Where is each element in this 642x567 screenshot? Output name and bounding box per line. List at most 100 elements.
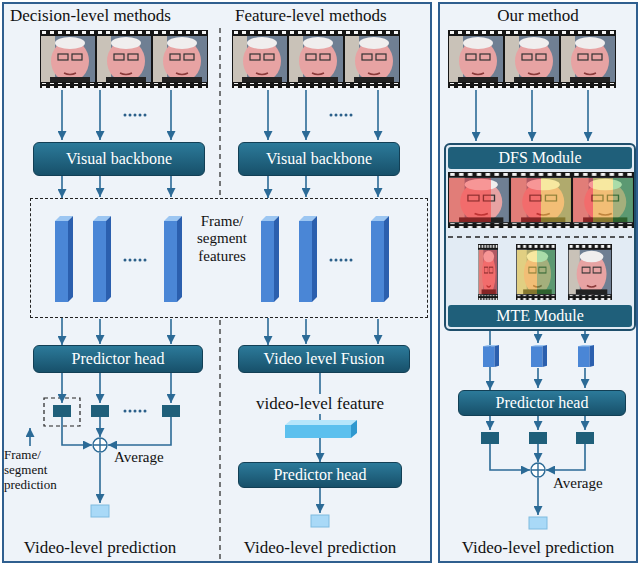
flow-arrow [305,319,307,344]
dot [134,410,137,413]
flow-arrow [490,444,530,470]
cropped-frame [568,244,612,300]
edge-label: video-level feature [253,394,387,414]
dot [345,114,348,117]
heat-overlay [573,178,593,222]
heat-overlay [511,178,541,222]
video-frame [344,30,400,88]
segment-prediction [481,432,499,444]
group-label: Frame/ segment features [187,213,257,265]
heat-overlay [613,178,633,222]
flow-arrow [61,176,63,198]
box-label: Predictor head [274,466,367,484]
video-frame [232,30,288,88]
annotation-label: Average [553,475,603,492]
method-panel: Our methodDFS ModuleMTE ModulePredictor … [438,2,638,563]
module-separator [448,236,632,237]
dot [139,410,142,413]
flow-arrow [99,90,101,140]
dot [134,259,137,262]
dot [330,114,333,117]
dot [345,259,348,262]
box-label: Predictor head [72,350,165,368]
heat-overlay [537,250,555,294]
annotation-label: Frame/ segment prediction [4,448,62,493]
dot [124,114,127,117]
panel-heading: Decision-level methods [10,6,171,26]
heatmap-frame [448,172,510,228]
flow-arrow [61,318,63,345]
box-label: Visual backbone [266,150,372,168]
heat-overlay [517,250,537,294]
feature-bar [261,216,279,302]
heatmap-frame [510,172,572,228]
method-panel: Decision-level methods Feature-level meth… [2,2,432,563]
dot [340,259,343,262]
module-label: MTE Module [448,305,632,327]
flow-arrow [108,417,171,445]
flow-arrow [267,176,269,198]
dot [335,114,338,117]
sum-symbol [93,438,107,452]
dot [129,410,132,413]
video-frame [288,30,344,88]
panel-heading: Feature-level methods [235,6,387,26]
dot [350,114,353,117]
process-box: Predictor head [458,390,626,416]
video-prediction [91,505,109,517]
flow-arrow [537,478,539,515]
flow-arrow [584,416,586,430]
box-label: Visual backbone [66,150,172,168]
dot [350,259,353,262]
module-ground [444,143,636,331]
flow-arrow [61,373,63,403]
flow-arrow [377,176,379,197]
box-label: Predictor head [496,394,589,412]
flow-arrow [170,373,172,403]
flow-arrow [319,373,321,462]
sum-symbol [531,463,545,477]
video-frame [152,30,208,88]
annotation-label: Video-level prediction [24,538,176,558]
dot [134,114,137,117]
sum-symbol [93,438,107,452]
video-frame [96,30,152,88]
dot [139,114,142,117]
flow-arrow [99,417,101,437]
flow-arrow [587,90,589,141]
process-box: Predictor head [33,345,203,373]
dot [129,114,132,117]
dot [335,259,338,262]
column-divider [219,28,220,196]
dot [139,259,142,262]
annotation-label: Video-level prediction [462,538,614,558]
process-box: Visual backbone [33,142,205,176]
process-box: Visual backbone [238,142,400,176]
flow-arrow [584,331,586,343]
flow-arrow [62,417,92,445]
heatmap-frame [572,172,634,228]
cropped-frame [516,244,556,300]
heat-overlay [449,178,491,222]
flow-arrow [99,453,101,503]
video-frame [560,30,616,88]
frame-prediction [91,405,109,417]
dot [124,410,127,413]
frame-prediction [53,405,71,417]
flow-arrow [61,90,63,140]
heat-overlay [479,250,497,294]
flow-arrow [475,90,477,141]
sum-symbol [531,463,545,477]
video-feature-bar [285,420,357,438]
feature-bar [164,216,182,302]
flow-arrow [99,319,101,344]
segment-prediction [529,432,547,444]
flow-arrow [305,90,307,140]
annotation-label: Average [114,449,164,466]
heat-overlay [593,178,613,222]
flow-arrow [377,319,379,344]
video-frame [40,30,96,88]
feature-bar [55,216,73,302]
flow-arrow [537,444,539,462]
